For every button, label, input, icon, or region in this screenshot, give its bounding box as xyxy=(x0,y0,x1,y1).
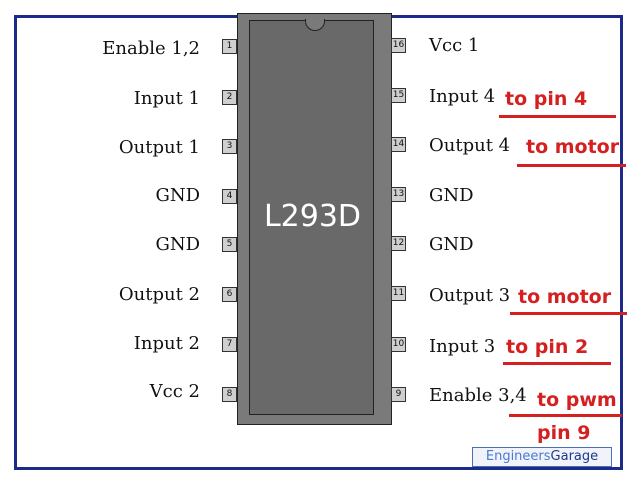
pin-3-box: 3 xyxy=(222,139,237,154)
pin-14-box: 14 xyxy=(391,137,406,152)
pin-11-label: Output 3 xyxy=(429,285,511,306)
pin-4-label: GND xyxy=(155,185,200,206)
pin-16-box: 16 xyxy=(391,38,406,53)
pin-5-box: 5 xyxy=(222,237,237,252)
pin-9-box: 9 xyxy=(391,387,406,402)
pin-13-label: GND xyxy=(429,185,474,206)
pin-1-label: Enable 1,2 xyxy=(102,38,200,59)
pin-2-box: 2 xyxy=(222,90,237,105)
brand-part1: Engineers xyxy=(485,449,551,464)
annotation-pin15-underline xyxy=(499,115,616,118)
pin-2-label: Input 1 xyxy=(133,88,200,109)
pin-10-box: 10 xyxy=(391,337,406,352)
annotation-pin9-underline xyxy=(509,414,622,417)
pin-9-label: Enable 3,4 xyxy=(429,385,527,406)
annotation-pin11-underline xyxy=(510,312,627,315)
pin-10-label: Input 3 xyxy=(429,336,496,357)
pin-13-box: 13 xyxy=(391,187,406,202)
pin-12-label: GND xyxy=(429,234,474,255)
pin-11-box: 11 xyxy=(391,286,406,301)
pin-14-label: Output 4 xyxy=(429,135,511,156)
chip-body-inner xyxy=(249,20,374,415)
annotation-pin15: to pin 4 xyxy=(505,88,588,110)
pin-8-label: Vcc 2 xyxy=(149,381,200,402)
pin-7-box: 7 xyxy=(222,337,237,352)
brand-logo: EngineersGarage xyxy=(472,447,612,467)
pin-3-label: Output 1 xyxy=(118,137,200,158)
annotation-pin11: to motor xyxy=(518,286,612,308)
pin-6-box: 6 xyxy=(222,287,237,302)
pin-15-box: 15 xyxy=(391,88,406,103)
pin-7-label: Input 2 xyxy=(133,333,200,354)
annotation-pin10: to pin 2 xyxy=(506,336,589,358)
pin-4-box: 4 xyxy=(222,189,237,204)
pin-12-box: 12 xyxy=(391,236,406,251)
brand-part2: Garage xyxy=(550,449,599,464)
pin-15-label: Input 4 xyxy=(429,86,496,107)
pin-5-label: GND xyxy=(155,234,200,255)
pin-6-label: Output 2 xyxy=(118,284,200,305)
annotation-pin14-underline xyxy=(517,164,626,167)
annotation-pin9-line2: pin 9 xyxy=(537,422,591,444)
pin-16-label: Vcc 1 xyxy=(429,35,480,56)
annotation-pin10-underline xyxy=(503,362,611,365)
chip-name: L293D xyxy=(263,199,362,234)
pin-1-box: 1 xyxy=(222,39,237,54)
annotation-pin9-line1: to pwm xyxy=(537,389,617,411)
pin-8-box: 8 xyxy=(222,387,237,402)
annotation-pin14: to motor xyxy=(526,136,620,158)
